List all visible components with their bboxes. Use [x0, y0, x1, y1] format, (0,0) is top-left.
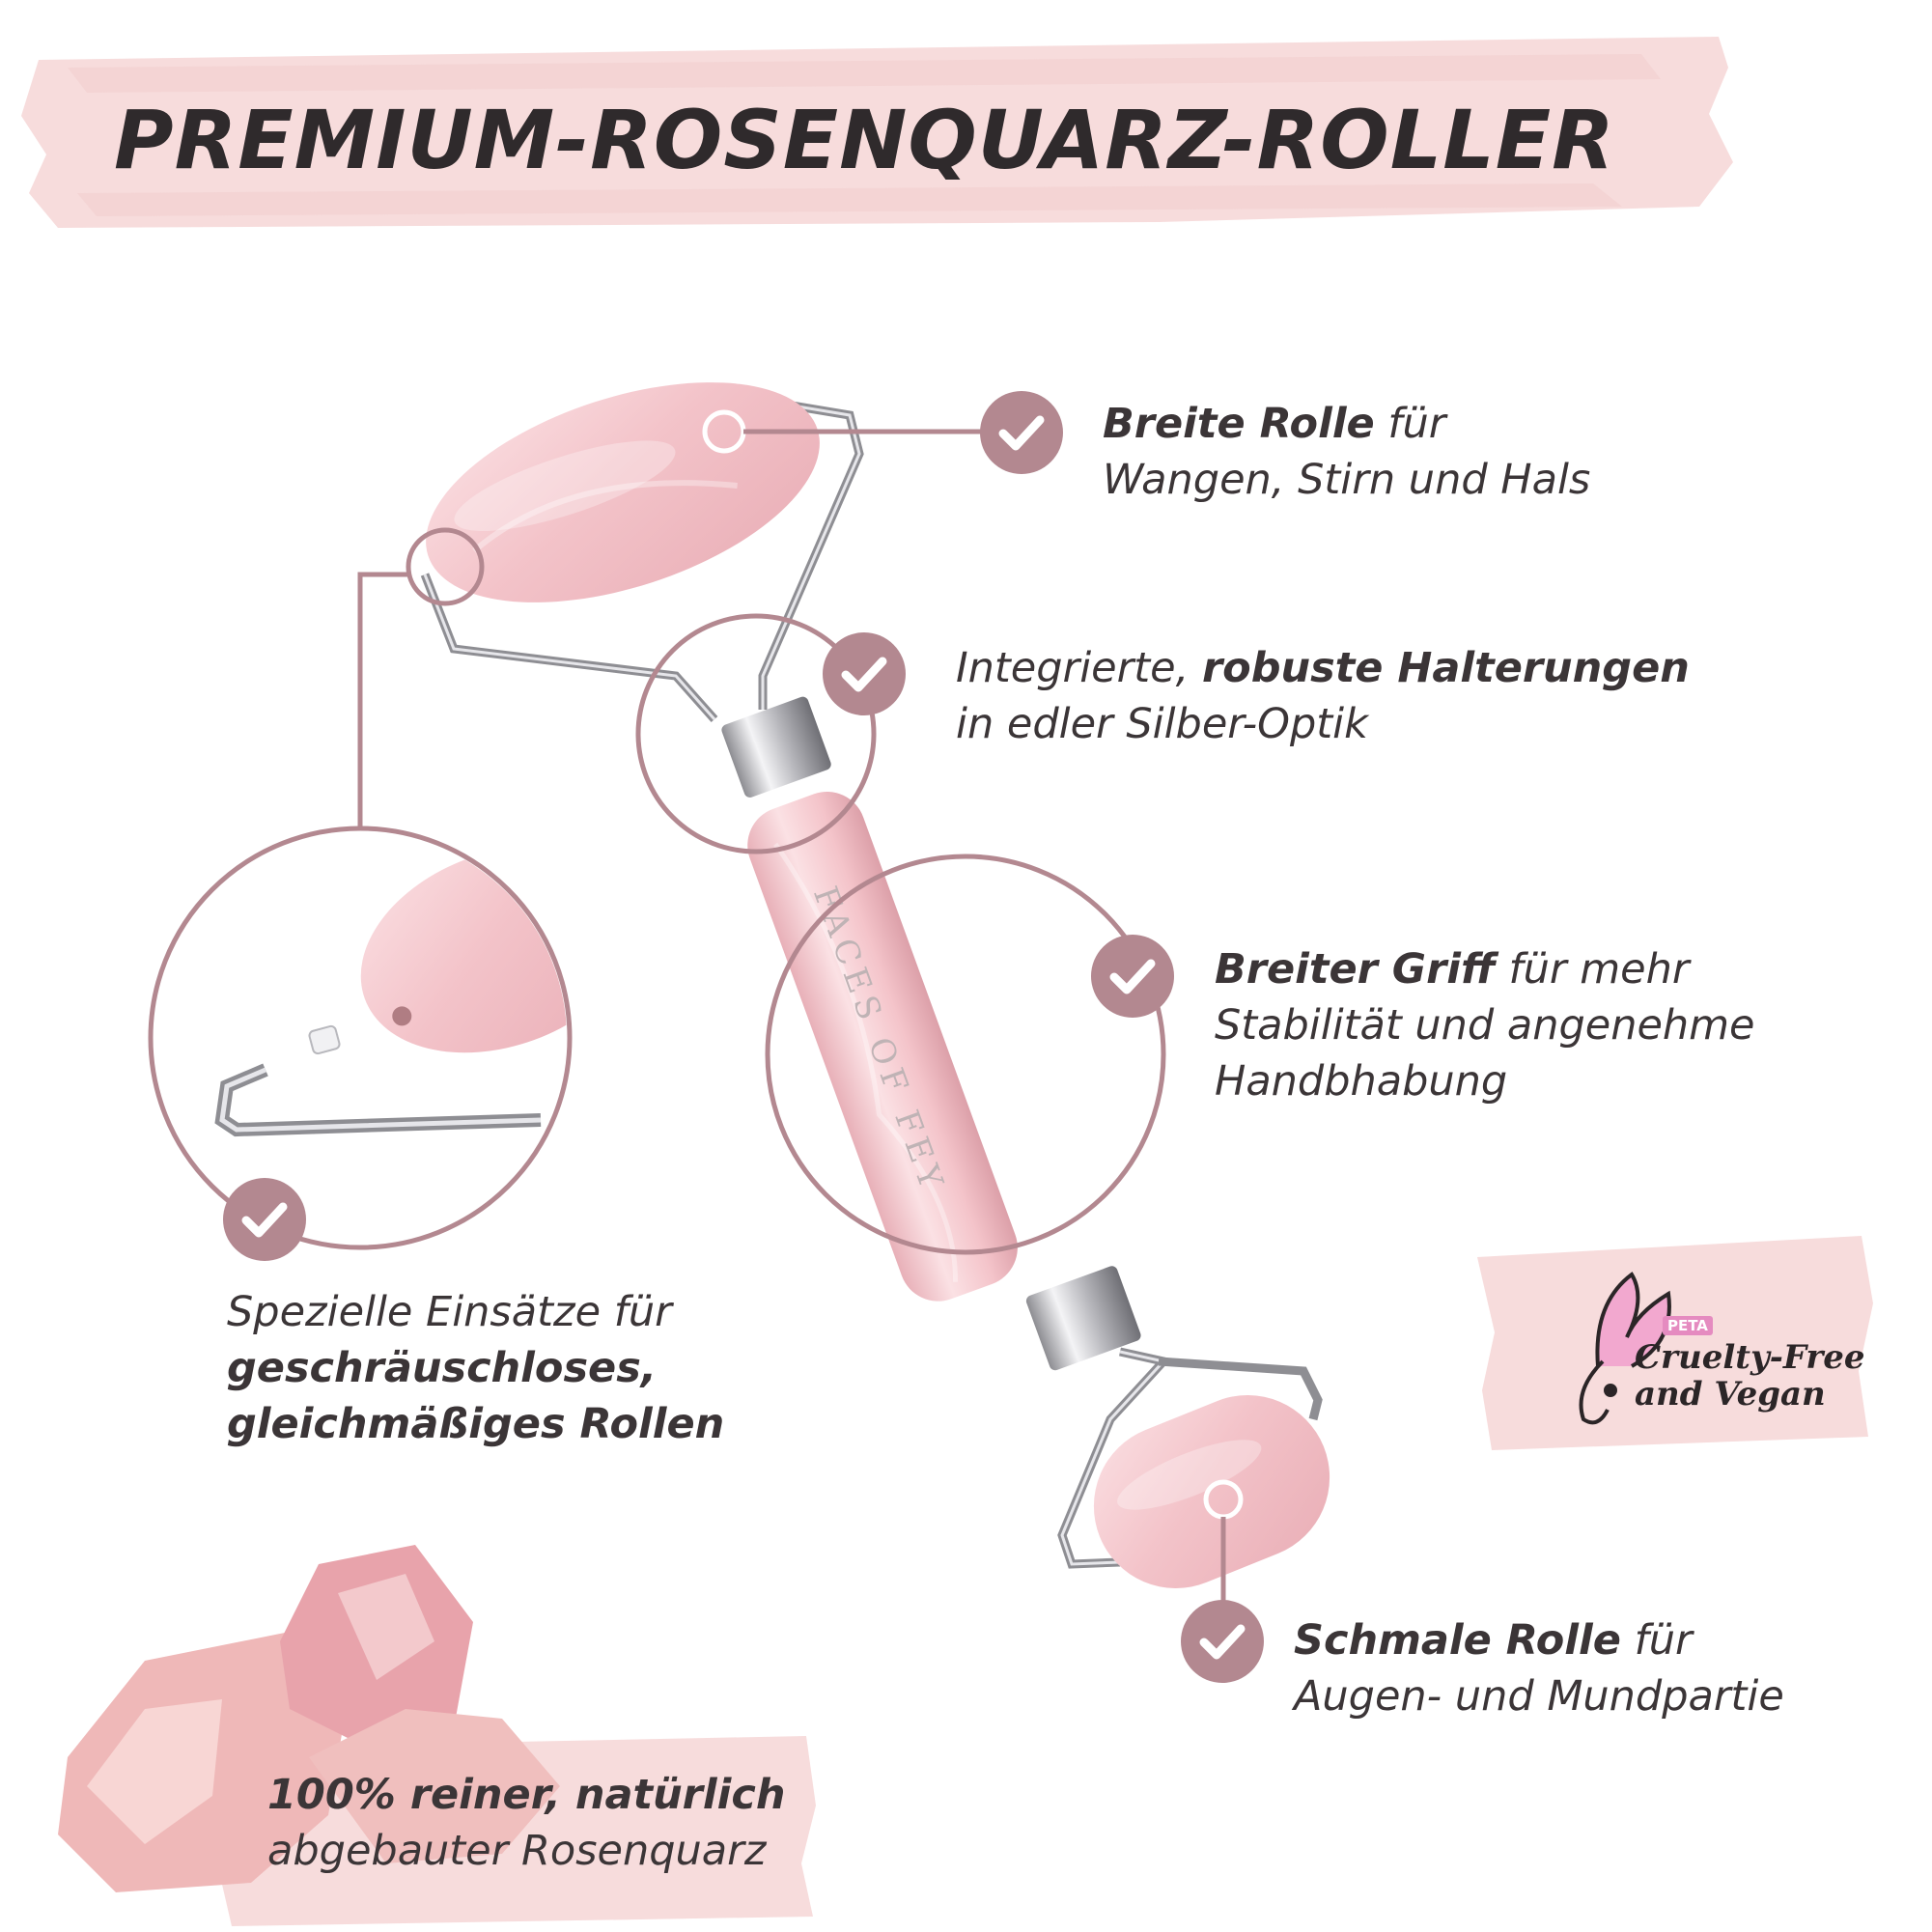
feature-narrow-roller-bold: Schmale Rolle	[1294, 1616, 1621, 1665]
feature-broad-roller: Breite Rolle für Wangen, Stirn und Hals	[1103, 396, 1590, 508]
check-icon	[1091, 935, 1174, 1018]
feature-narrow-roller-rest: für	[1620, 1616, 1693, 1665]
title-brush-stroke	[21, 37, 1733, 228]
feature-narrow-roller: Schmale Rolle für Augen- und Mundpartie	[1294, 1612, 1784, 1724]
quartz-note-line1: 100% reiner, natürlich	[267, 1771, 786, 1819]
check-icon	[223, 1178, 306, 1261]
insert-detail-illustration	[214, 846, 567, 1137]
rose-quartz-rocks	[58, 1545, 560, 1892]
peta-badge: PETA	[1663, 1316, 1713, 1335]
peta-line1: Cruelty-Free	[1635, 1338, 1865, 1377]
feature-broad-roller-bold: Breite Rolle	[1103, 400, 1375, 448]
check-icon	[823, 632, 906, 715]
check-icon	[980, 391, 1063, 474]
page-title: PREMIUM-ROSENQUARZ-ROLLER	[114, 93, 1615, 187]
peta-line2: and Vegan	[1635, 1375, 1826, 1414]
quartz-note-line2: abgebauter Rosenquarz	[267, 1827, 767, 1875]
quartz-note: 100% reiner, natürlich abgebauter Rosenq…	[267, 1767, 785, 1879]
feature-holders-bold: robuste Halterungen	[1201, 644, 1690, 692]
feature-handle-line2: Stabilität und angenehme	[1215, 1001, 1755, 1050]
check-icon	[1181, 1600, 1264, 1683]
feature-inserts: Spezielle Einsätze für geschräuschloses,…	[227, 1284, 724, 1452]
feature-broad-roller-line2: Wangen, Stirn und Hals	[1103, 456, 1591, 504]
feature-inserts-line1: Spezielle Einsätze für	[227, 1288, 672, 1336]
feature-handle: Breiter Griff für mehr Stabilität und an…	[1215, 941, 1755, 1109]
peta-brush-stroke	[1477, 1236, 1873, 1450]
callout-lines	[148, 409, 1244, 1644]
feature-handle-line3: Handbhabung	[1215, 1057, 1508, 1106]
feature-narrow-roller-line2: Augen- und Mundpartie	[1294, 1672, 1784, 1721]
feature-handle-rest: für mehr	[1495, 945, 1690, 994]
feature-broad-roller-rest: für	[1374, 400, 1446, 448]
feature-handle-bold: Breiter Griff	[1215, 945, 1496, 994]
feature-holders-plain: Integrierte,	[956, 644, 1202, 692]
feature-inserts-line3: gleichmäßiges Rollen	[227, 1400, 725, 1448]
feature-holders: Integrierte, robuste Halterungen in edle…	[956, 640, 1690, 752]
feature-inserts-line2: geschräuschloses,	[227, 1344, 658, 1392]
feature-holders-line2: in edler Silber-Optik	[956, 700, 1368, 748]
